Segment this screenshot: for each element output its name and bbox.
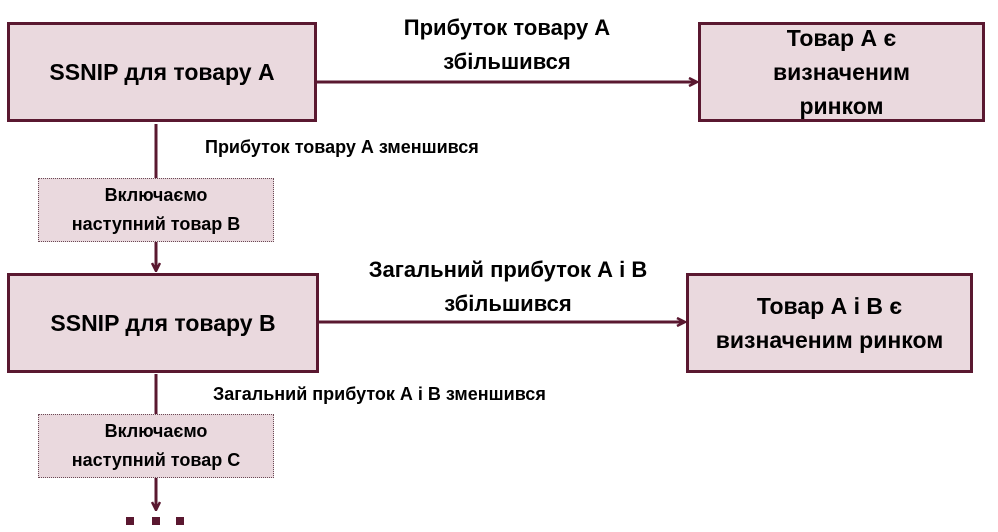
market-a-box: Товар А є визначеним ринком (698, 22, 985, 122)
market-ab-box: Товар А і В є визначеним ринком (686, 273, 973, 373)
profit-ab-up-label: Загальний прибуток А і В збільшився (368, 257, 648, 316)
profit-ab-down-label: Загальний прибуток А і В зменшився (213, 384, 546, 404)
ssnip-a-text: SSNIP для товару А (49, 59, 275, 85)
ssnip-b-box: SSNIP для товару В (7, 273, 319, 373)
ssnip-b-text: SSNIP для товару В (50, 310, 276, 336)
include-b-text: Включаємо наступний товар В (71, 185, 241, 234)
include-b-box: Включаємо наступний товар В (38, 178, 274, 242)
market-a-text: Товар А є визначеним ринком (772, 25, 910, 119)
continuation-dots (126, 517, 184, 525)
profit-a-down-label: Прибуток товару А зменшився (205, 137, 479, 157)
market-ab-text: Товар А і В є визначеним ринком (715, 293, 944, 353)
ssnip-a-box: SSNIP для товару А (7, 22, 317, 122)
include-c-box: Включаємо наступний товар С (38, 414, 274, 478)
include-c-text: Включаємо наступний товар С (71, 421, 241, 470)
profit-a-up-label: Прибуток товару А збільшився (403, 15, 611, 74)
